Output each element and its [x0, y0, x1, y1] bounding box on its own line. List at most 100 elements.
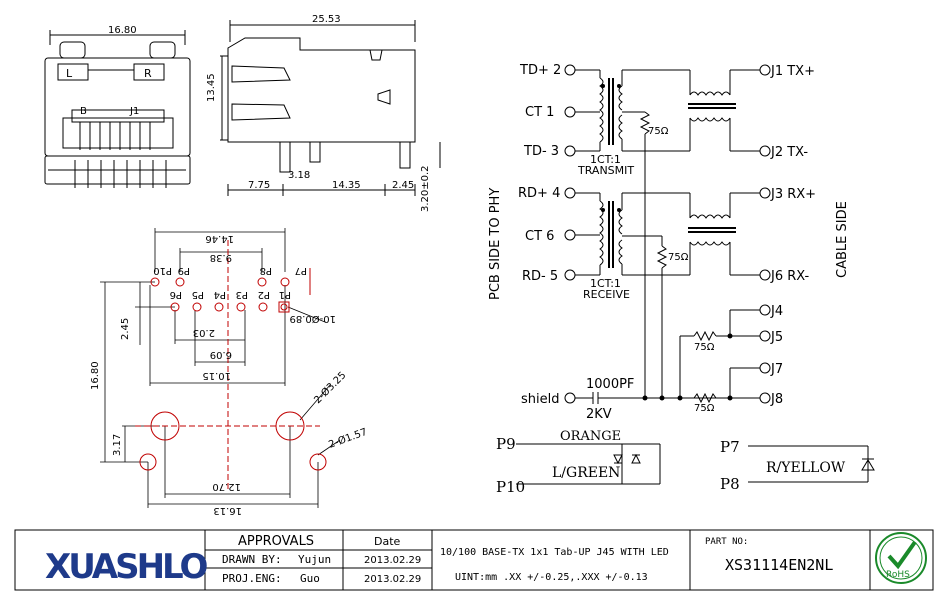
tb-proj-name: Guo [300, 572, 320, 585]
pcb-d1680: 16.80 [90, 361, 101, 390]
pcb-hole-small-wrap: 10-Ø0.89 [290, 313, 336, 325]
sch-j8: J8 [770, 392, 783, 407]
sch-p10: P10 [496, 478, 525, 496]
pcb-d1270-wrap: 12.70 [212, 481, 241, 492]
sch-ryellow: R/YELLOW [766, 460, 846, 476]
checkmark-icon [887, 540, 917, 570]
sch-j6: J6 RX- [770, 269, 810, 284]
sch-rd-minus: RD- 5 [522, 269, 558, 284]
sch-j4: J4 [770, 304, 783, 319]
pcb-d1613: 16.13 [213, 505, 242, 516]
pcb-dim-group-mid: 9.38 [210, 252, 232, 263]
pcb-label-p6: P6 [170, 289, 182, 300]
rohs-badge: RoHS [875, 532, 927, 584]
pcb-label-p5: P5 [192, 289, 204, 300]
led-left-label: L [66, 67, 73, 80]
sch-p9: P9 [496, 435, 516, 453]
tb-proj-eng: PROJ.ENG: [222, 572, 282, 585]
side-width-label: 25.53 [312, 14, 341, 25]
pcb-label-p7: P7 [295, 265, 307, 276]
pcb-p-row1: P10 [153, 265, 172, 276]
pcb-label-p10: P10 [153, 265, 172, 276]
rohs-text: RoHS [886, 570, 910, 580]
pcb-d203: 2.03 [193, 327, 215, 338]
side-d5-label: 3.20±0.2 [420, 165, 431, 212]
sch-r75-2: 75Ω [668, 252, 689, 263]
sch-j3: J3 RX+ [770, 187, 816, 202]
sch-kv: 2KV [586, 407, 612, 422]
pcb-hole-small-label: 10-Ø0.89 [290, 313, 336, 325]
company-logo: XUASHLO [45, 547, 210, 587]
led-right-label: R [144, 67, 152, 80]
pcb-p2-wrap: P2 [258, 289, 270, 300]
sch-td-minus: TD- 3 [523, 144, 559, 159]
pcb-holes [135, 240, 327, 490]
tb-drawn-name: Yujun [298, 553, 331, 566]
side-d2-label: 3.18 [288, 170, 310, 181]
sch-cable-side: CABLE SIDE [835, 201, 850, 278]
tb-part-no: XS31114EN2NL [725, 556, 833, 574]
pcb-d609-wrap: 6.09 [210, 349, 232, 360]
pcb-d1015: 10.15 [202, 370, 231, 381]
pcb-p7-wrap: P7 [295, 265, 307, 276]
pcb-label-p2: P2 [258, 289, 270, 300]
pcb-label-p1: P1 [279, 289, 291, 300]
tb-proj-date: 2013.02.29 [364, 574, 421, 585]
front-view [44, 30, 191, 185]
tb-part-no-label: PART NO: [705, 537, 748, 547]
tb-units: UINT:mm .XX +/-0.25,.XXX +/-0.13 [455, 572, 648, 583]
pcb-d203-wrap: 2.03 [193, 327, 215, 338]
sch-shield: shield [521, 392, 560, 407]
pcb-w-mid: 9.38 [210, 252, 232, 263]
sch-ratio2: 1CT:1 [590, 277, 621, 290]
side-view [220, 20, 441, 196]
tb-description: 10/100 BASE-TX 1x1 Tab-UP J45 WITH LED [440, 547, 669, 558]
sch-transmit: TRANSMIT [577, 164, 634, 177]
pcb-layout [100, 228, 341, 508]
sch-j2: J2 TX- [770, 145, 808, 160]
sch-receive: RECEIVE [583, 288, 630, 301]
sch-j7: J7 [770, 362, 783, 377]
sch-lgreen: L/GREEN [552, 465, 620, 481]
tb-approvals: APPROVALS [238, 534, 314, 549]
side-height-label: 13.45 [206, 73, 217, 102]
pcb-label-p3: P3 [236, 289, 248, 300]
sch-p8: P8 [720, 475, 740, 493]
schematic-junctions [601, 84, 733, 401]
pcb-p3-wrap: P3 [236, 289, 248, 300]
front-pin-b-label: B [80, 106, 87, 117]
pcb-p8-wrap: P8 [260, 265, 272, 276]
side-d1-label: 7.75 [248, 180, 270, 191]
title-block [14, 529, 934, 591]
sch-j1: J1 TX+ [770, 64, 815, 79]
pcb-dim-group-top: 14.46 [205, 233, 234, 244]
pcb-p4-wrap: P4 [214, 289, 226, 300]
pcb-p5-wrap: P5 [192, 289, 204, 300]
sch-pcb-side: PCB SIDE TO PHY [488, 188, 503, 300]
sch-r75-1: 75Ω [648, 126, 669, 137]
pcb-p1-wrap: P1 [279, 289, 291, 300]
sch-ct1: CT 1 [525, 105, 554, 120]
schematic-wires [516, 64, 875, 485]
sch-orange: ORANGE [560, 429, 621, 444]
pcb-d1270: 12.70 [212, 481, 241, 492]
sch-p7: P7 [720, 438, 740, 456]
side-d4-label: 2.45 [392, 180, 414, 191]
pcb-d245: 2.45 [120, 318, 131, 340]
pcb-d1015-wrap: 10.15 [202, 370, 231, 381]
pcb-label-p8: P8 [260, 265, 272, 276]
pcb-hole-mid-label: 2-Ø1.57 [327, 426, 369, 451]
pcb-p9-wrap: P9 [178, 265, 190, 276]
sch-j5: J5 [770, 330, 783, 345]
sch-r75-4: 75Ω [694, 403, 715, 414]
tb-drawn-date: 2013.02.29 [364, 555, 421, 566]
sch-rd-plus: RD+ 4 [518, 186, 560, 201]
pcb-d317: 3.17 [112, 434, 123, 456]
sch-td-plus: TD+ 2 [519, 63, 561, 78]
side-d3-label: 14.35 [332, 180, 361, 191]
tb-date-header: Date [374, 535, 401, 548]
sch-ratio1: 1CT:1 [590, 153, 621, 166]
pcb-d1613-wrap: 16.13 [213, 505, 242, 516]
sch-ct2: CT 6 [525, 229, 554, 244]
pcb-d609: 6.09 [210, 349, 232, 360]
